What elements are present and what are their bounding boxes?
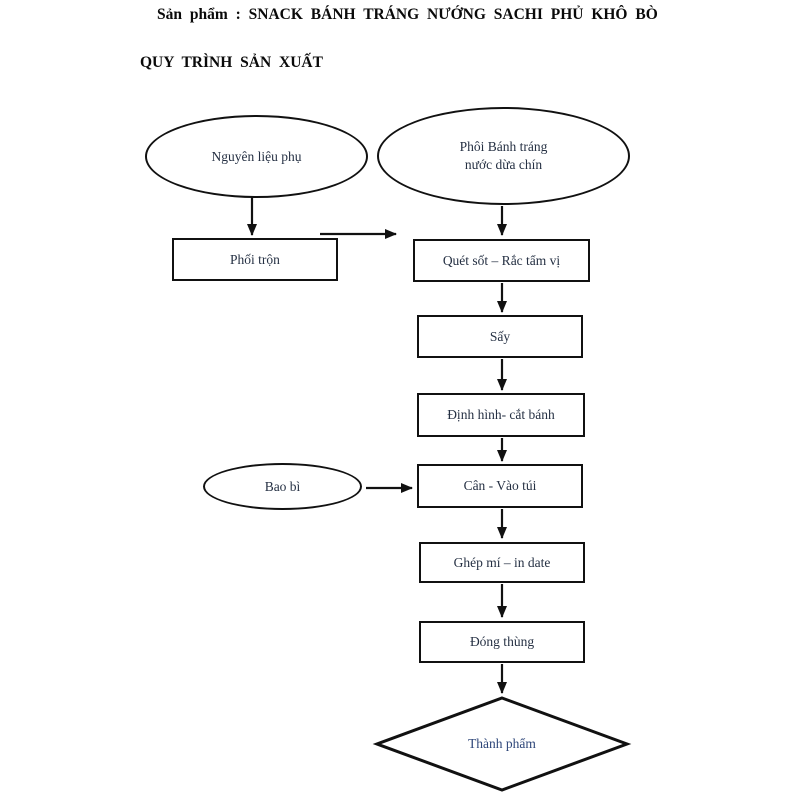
node-label: Ghép mí – in date <box>453 554 551 570</box>
node-phoi-tron: Phối trộn <box>172 238 338 281</box>
node-bao-bi: Bao bì <box>203 463 362 510</box>
node-label: Quét sốt – Rắc tẩm vị <box>442 252 561 268</box>
node-can-vao-tui: Cân - Vào túi <box>417 464 583 508</box>
node-dinh-hinh: Định hình- cắt bánh <box>417 393 585 437</box>
node-dong-thung: Đóng thùng <box>419 621 585 663</box>
node-label: Bao bì <box>264 478 301 494</box>
section-title: QUY TRÌNH SẢN XUẤT <box>140 54 323 71</box>
node-label: Định hình- cắt bánh <box>447 407 555 423</box>
node-thanh-pham-label: Thành phẩm <box>377 698 627 790</box>
page-title: Sản phẩm : SNACK BÁNH TRÁNG NƯỚNG SACHI … <box>157 6 658 23</box>
node-label: Thành phẩm <box>468 736 536 751</box>
node-label: Phối trộn <box>230 251 280 267</box>
node-phoi-banh-trang: Phôi Bánh tráng nước dừa chín <box>377 107 630 205</box>
node-label: Cân - Vào túi <box>463 478 537 494</box>
node-say: Sấy <box>417 315 583 358</box>
node-label: Đóng thùng <box>469 634 535 650</box>
node-label: Nguyên liệu phụ <box>211 148 302 164</box>
node-ghep-mi: Ghép mí – in date <box>419 542 585 583</box>
node-label: Sấy <box>489 328 511 344</box>
node-nguyen-lieu-phu: Nguyên liệu phụ <box>145 115 368 198</box>
node-thanh-pham <box>372 696 632 792</box>
node-label: Phôi Bánh tráng nước dừa chín <box>459 139 548 172</box>
node-quet-sot: Quét sốt – Rắc tẩm vị <box>413 239 590 282</box>
